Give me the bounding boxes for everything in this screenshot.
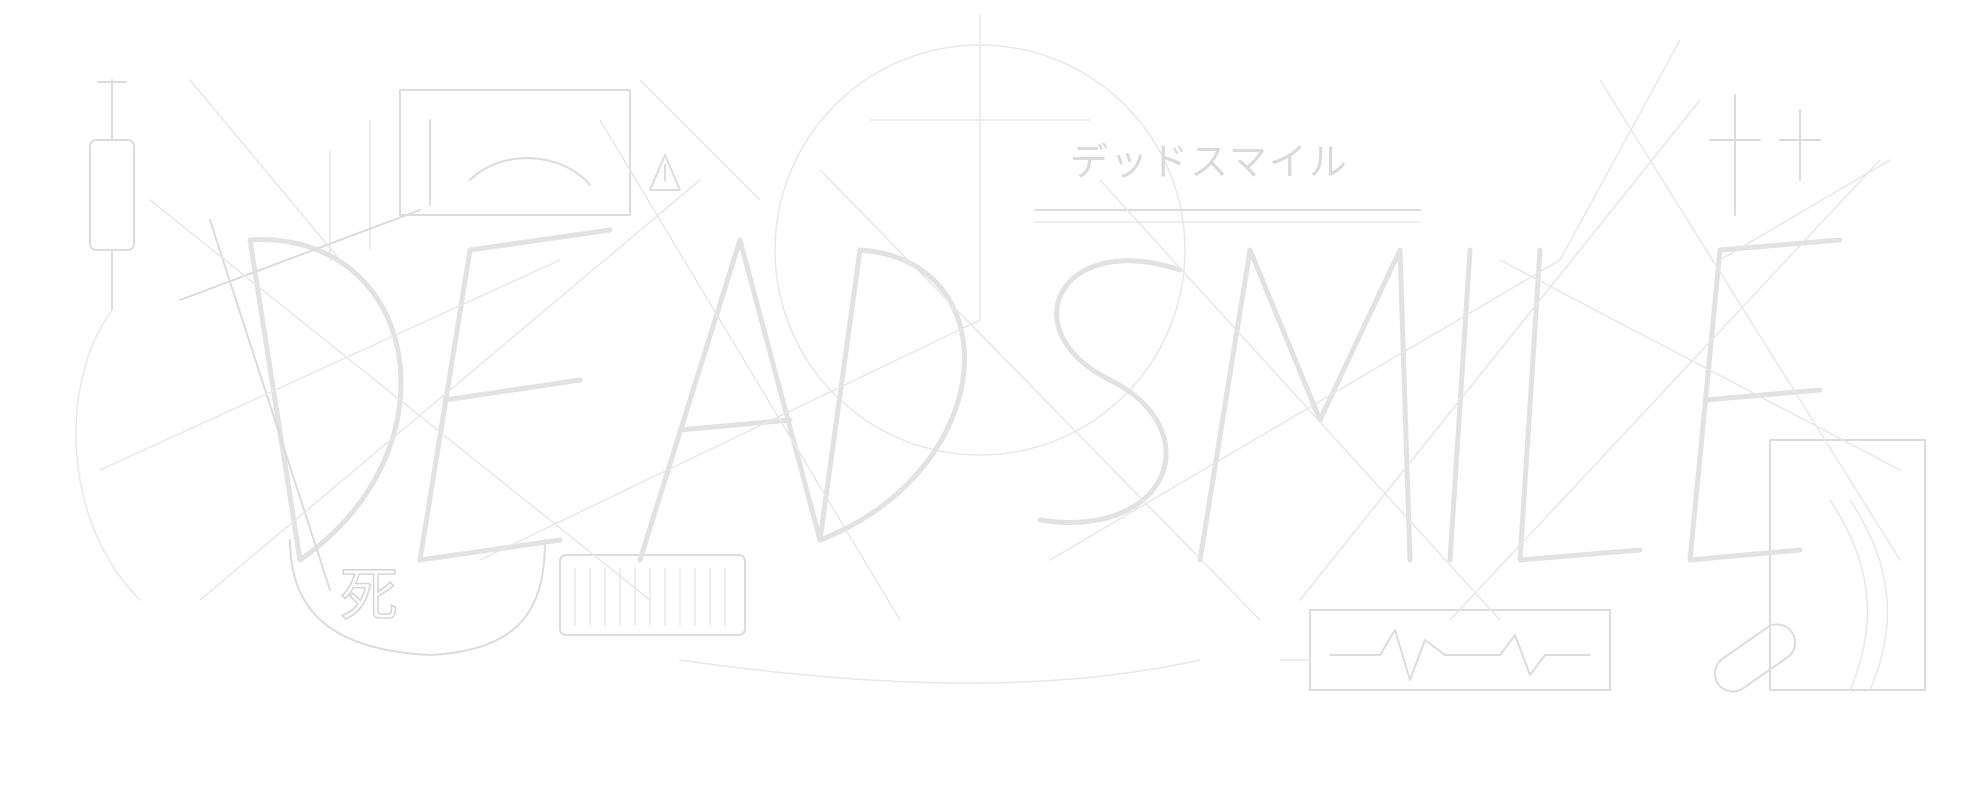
warning-triangle-icon [649,154,681,191]
kanji-symbol: 死 [340,561,398,629]
kanji-shield: 死 [289,539,546,656]
central-circle [774,14,1186,456]
barcode-icon [559,554,746,636]
cross-icons [1709,94,1821,216]
pill-icon [1713,623,1797,693]
main-lettering [99,39,1901,621]
heartbeat-box [1309,609,1611,691]
subtitle-kana: デッドスマイル [1070,140,1349,184]
framed-box-right [1769,439,1926,691]
bottom-curve [679,659,1311,684]
syringe-icon [75,79,141,601]
subtitle-group: デッドスマイル [1034,140,1421,223]
framed-box-left [329,89,631,261]
